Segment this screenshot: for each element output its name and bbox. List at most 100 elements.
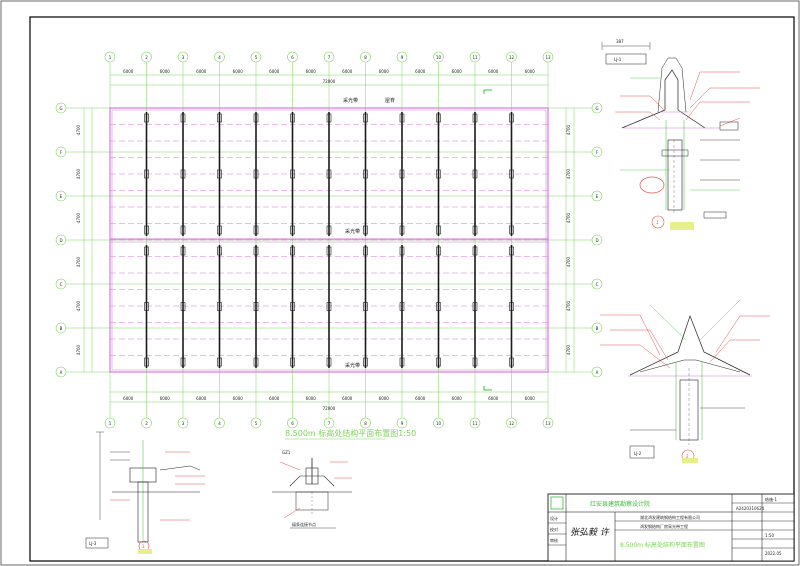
- axis-bubble-3-top: [177, 51, 189, 63]
- node-caption: 檩条连接节点: [292, 521, 316, 527]
- axis-label-D-left: D: [59, 238, 62, 243]
- connection-plate: [472, 357, 478, 367]
- axis-bubble-B-left: [55, 322, 67, 334]
- scale: 1:50: [765, 533, 774, 538]
- connection-plate: [326, 246, 332, 256]
- connection-plate: [509, 169, 514, 179]
- connection-plate: [436, 113, 441, 123]
- connection-plate: [253, 357, 259, 367]
- bay-dim-right: 4700: [566, 168, 571, 179]
- axis-bubble-5-bottom: [250, 417, 262, 429]
- connection-plate: [326, 225, 332, 235]
- skylight-label-top: 采光带: [343, 97, 358, 104]
- connection-plate: [326, 113, 332, 123]
- connection-plate: [472, 302, 478, 311]
- axis-label-7-bottom: 7: [328, 421, 331, 426]
- skylight-label-bottom: 采光带: [345, 362, 360, 369]
- bay-dim-right: 4700: [566, 256, 571, 267]
- axis-label-E-right: E: [596, 194, 599, 199]
- axis-bubble-G-left: [55, 102, 67, 114]
- lj2-circle: 2: [686, 454, 689, 459]
- axis-label-6-bottom: 6: [291, 421, 294, 426]
- axis-bubble-9-top: [396, 51, 408, 63]
- connection-plate: [363, 169, 368, 179]
- connection-plate: [399, 302, 405, 311]
- axis-label-5-top: 5: [255, 55, 258, 60]
- connection-plate: [180, 246, 186, 256]
- span-dim-bottom: 6000: [525, 396, 536, 401]
- bay-dim-right: 4700: [566, 344, 571, 355]
- connection-plate: [144, 169, 149, 179]
- connection-plate: [472, 225, 478, 235]
- connection-plate: [144, 113, 149, 123]
- lj1-dim: 387: [616, 39, 624, 44]
- axis-label-A-right: A: [596, 370, 599, 375]
- connection-plate: [472, 113, 478, 123]
- axis-bubble-D-right: [591, 234, 603, 246]
- connection-plate: [399, 169, 405, 179]
- bay-dim-left: 4700: [76, 256, 81, 267]
- sheet-no: 结施-1: [765, 496, 777, 502]
- span-dim-top: 6000: [379, 69, 390, 74]
- axis-bubble-11-top: [469, 51, 481, 63]
- connection-plate: [290, 302, 295, 311]
- project-name: 鸿发钢结构厂房采光带工程: [640, 523, 688, 529]
- connection-plate: [436, 225, 441, 235]
- span-dim-top: 6000: [233, 69, 244, 74]
- lj3-tag: LJ-3: [89, 541, 97, 546]
- axis-label-10-bottom: 10: [436, 421, 442, 426]
- axis-bubble-2-bottom: [141, 417, 152, 429]
- connection-plate: [509, 113, 514, 123]
- axis-label-B-right: B: [596, 326, 599, 331]
- axis-label-10-top: 10: [436, 55, 442, 60]
- bay-dim-left: 4700: [76, 344, 81, 355]
- axis-label-1-bottom: 1: [109, 421, 112, 426]
- axis-label-A-left: A: [60, 370, 63, 375]
- axis-bubble-10-top: [433, 51, 444, 63]
- span-dim-bottom: 6000: [306, 396, 317, 401]
- axis-label-E-left: E: [60, 194, 63, 199]
- drawing-name: 8.500m 标高处结构平面布置图: [620, 541, 705, 549]
- axis-bubble-11-bottom: [469, 417, 481, 429]
- approver-label: 审核: [550, 537, 558, 543]
- connection-plate: [436, 357, 441, 367]
- axis-bubble-5-top: [250, 51, 262, 63]
- connection-plate: [253, 113, 259, 123]
- connection-plate: [290, 113, 295, 123]
- connection-plate: [180, 225, 186, 235]
- connection-plate: [217, 225, 222, 235]
- axis-label-3-bottom: 3: [182, 421, 185, 426]
- axis-bubble-6-bottom: [287, 417, 298, 429]
- axis-bubble-12-top: [506, 51, 517, 63]
- project-owner: 湖北鸿发建筑钢结构工程有限公司: [640, 514, 700, 520]
- connection-plate: [217, 169, 222, 179]
- axis-label-3-top: 3: [182, 55, 185, 60]
- connection-plate: [363, 113, 368, 123]
- connection-plate: [253, 302, 259, 311]
- axis-bubble-C-left: [55, 278, 67, 290]
- axis-bubble-8-bottom: [360, 417, 371, 429]
- axis-label-F-left: F: [60, 150, 63, 155]
- detail-lj-1: 387 LJ-1 1: [601, 39, 760, 230]
- structural-plan: 6000600060006000600060006000600060006000…: [55, 51, 603, 440]
- axis-label-D-right: D: [595, 238, 598, 243]
- bay-dim-right: 4700: [566, 212, 571, 223]
- axis-label-9-bottom: 9: [401, 421, 404, 426]
- axis-label-4-top: 4: [218, 55, 221, 60]
- axis-bubble-E-left: [55, 190, 67, 202]
- checker-label: 校对: [550, 526, 558, 532]
- span-dim-bottom: 6000: [269, 396, 280, 401]
- connection-plate: [399, 113, 405, 123]
- bay-dim-left: 4700: [76, 168, 81, 179]
- connection-plate: [509, 302, 514, 311]
- axis-label-5-bottom: 5: [255, 421, 258, 426]
- connection-plate: [144, 302, 149, 311]
- axis-bubble-C-right: [591, 278, 603, 290]
- span-dim-top: 6000: [269, 69, 280, 74]
- axis-bubble-3-bottom: [177, 417, 189, 429]
- connection-plate: [326, 302, 332, 311]
- connection-plate: [436, 302, 441, 311]
- axis-label-C-left: C: [60, 282, 63, 287]
- axis-bubble-2-top: [141, 51, 152, 63]
